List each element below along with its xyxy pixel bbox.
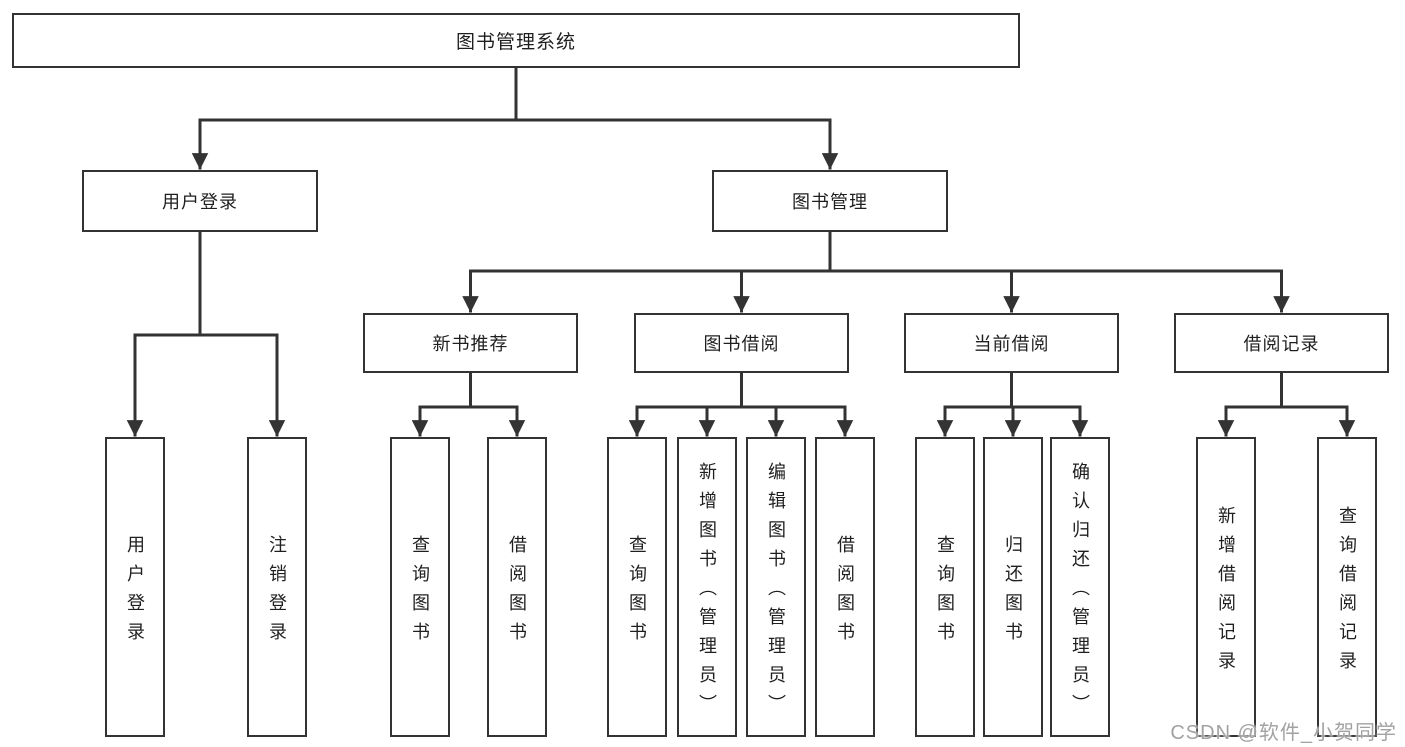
node-label: 图书借阅 (703, 334, 780, 354)
node-label: 用户登录 (162, 192, 238, 212)
leaf-query-books-current: 查询图书 (915, 437, 975, 737)
node-label: 查询图书 (935, 534, 955, 651)
leaf-return-books: 归还图书 (983, 437, 1043, 737)
node-label: 查询借阅记录 (1337, 505, 1357, 680)
node-borrowing-records: 借阅记录 (1174, 313, 1389, 373)
node-label: 借阅图书 (835, 534, 855, 651)
leaf-query-books-borrow: 查询图书 (607, 437, 667, 737)
node-label: 编辑图书（管理员） (766, 462, 786, 723)
leaf-user-login: 用户登录 (105, 437, 165, 737)
node-library-management-system: 图书管理系统 (12, 13, 1020, 68)
node-label: 借阅图书 (507, 534, 527, 651)
leaf-borrow-books: 借阅图书 (815, 437, 875, 737)
node-user-login: 用户登录 (82, 170, 318, 232)
node-label: 图书管理系统 (455, 32, 576, 53)
node-label: 当前借阅 (973, 334, 1050, 354)
node-label: 注销登录 (267, 534, 287, 651)
node-label: 查询图书 (627, 534, 647, 651)
leaf-logout: 注销登录 (247, 437, 307, 737)
leaf-confirm-return-admin: 确认归还（管理员） (1050, 437, 1110, 737)
node-label: 确认归还（管理员） (1070, 462, 1090, 723)
node-label: 借阅记录 (1243, 334, 1320, 354)
node-book-borrowing: 图书借阅 (634, 313, 849, 373)
node-label: 查询图书 (410, 534, 430, 651)
node-label: 新增图书（管理员） (697, 462, 717, 723)
csdn-watermark: CSDN @软件_小贺同学 (1170, 722, 1397, 744)
node-book-management: 图书管理 (712, 170, 948, 232)
node-label: 图书管理 (792, 192, 868, 212)
leaf-query-books-recommend: 查询图书 (390, 437, 450, 737)
node-current-borrowing: 当前借阅 (904, 313, 1119, 373)
node-label: 新书推荐 (432, 334, 509, 354)
node-label: 归还图书 (1003, 534, 1023, 651)
node-new-book-recommendation: 新书推荐 (363, 313, 578, 373)
leaf-add-borrow-record: 新增借阅记录 (1196, 437, 1256, 737)
leaf-edit-book-admin: 编辑图书（管理员） (746, 437, 806, 737)
leaf-borrow-books-recommend: 借阅图书 (487, 437, 547, 737)
leaf-query-borrow-record: 查询借阅记录 (1317, 437, 1377, 737)
node-label: 用户登录 (125, 534, 145, 651)
leaf-add-book-admin: 新增图书（管理员） (677, 437, 737, 737)
node-label: 新增借阅记录 (1216, 505, 1236, 680)
